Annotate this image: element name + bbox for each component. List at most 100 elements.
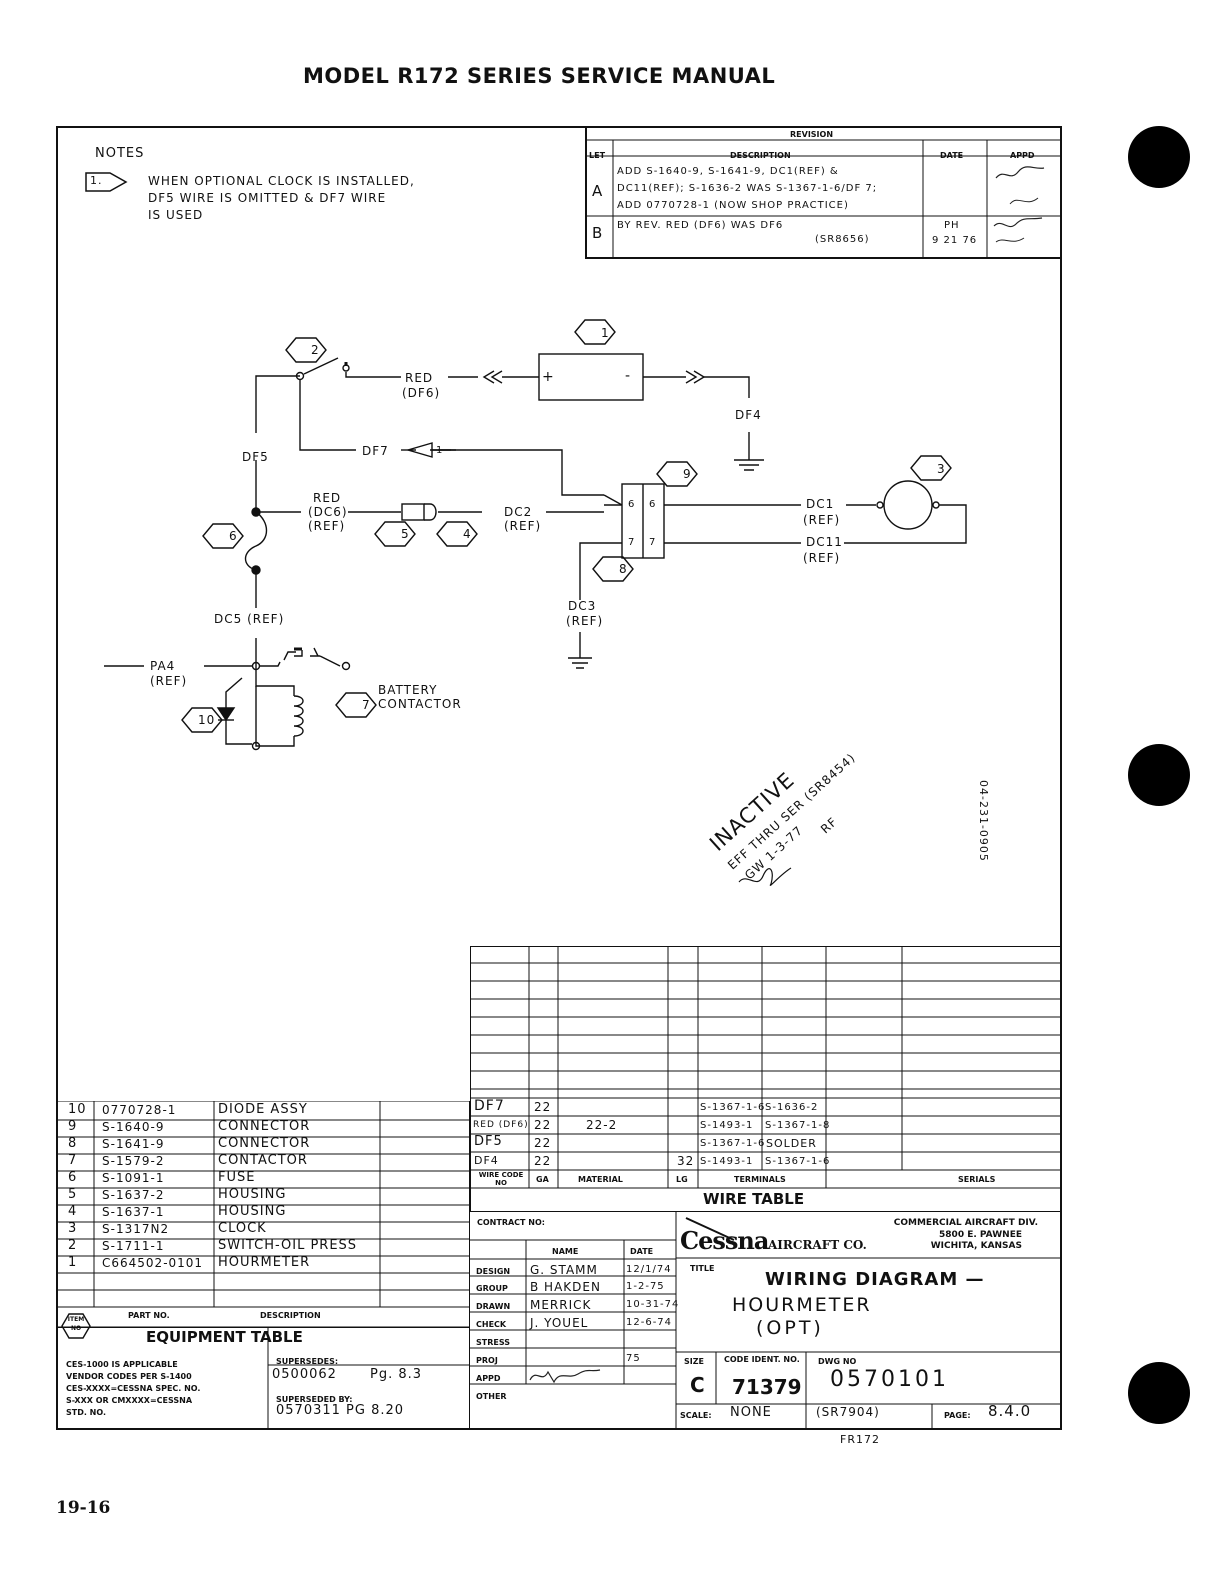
- wire-label-dc11: DC11: [806, 535, 843, 549]
- wire-row-1-term2: S-1636-2: [765, 1102, 819, 1113]
- item-callout-6: [202, 523, 244, 549]
- revision-block: [585, 126, 1062, 259]
- revision-b-line-1: BY REV. RED (DF6) WAS DF6: [617, 220, 784, 231]
- side-reference-code: 04-231-0905: [977, 780, 990, 862]
- equipment-row-10-item: 1: [68, 1255, 78, 1270]
- signoff-group-name: B HAKDEN: [530, 1280, 601, 1294]
- item-no-icon: [61, 1313, 91, 1339]
- wire-header-ga: GA: [536, 1175, 549, 1184]
- equipment-row-3-part: S-1641-9: [102, 1137, 165, 1151]
- wire-row-4-term2: S-1367-1-6: [765, 1156, 831, 1167]
- wire-row-2-ga: 22: [534, 1118, 552, 1132]
- dwg-no-value: 0570101: [830, 1367, 949, 1392]
- wire-row-4-code: DF4: [474, 1154, 499, 1167]
- drawing-title-line-1: WIRING DIAGRAM —: [765, 1269, 985, 1290]
- signoff-check-role: CHECK: [476, 1320, 507, 1329]
- signoff-date-header: DATE: [630, 1247, 654, 1256]
- equipment-header-description: DESCRIPTION: [260, 1311, 321, 1320]
- wire-header-lg: LG: [676, 1175, 688, 1184]
- revision-a-line-1: ADD S-1640-9, S-1641-9, DC1(REF) &: [617, 166, 839, 177]
- revision-header-description: DESCRIPTION: [730, 151, 791, 160]
- wire-table-title: WIRE TABLE: [703, 1190, 805, 1208]
- division-line-3: WICHITA, KANSAS: [930, 1241, 1022, 1251]
- callout-label-9: 9: [683, 467, 692, 481]
- equipment-row-4-desc: CONTACTOR: [218, 1153, 308, 1168]
- equipment-row-8-part: S-1317N2: [102, 1222, 170, 1236]
- wire-header-code: WIRE CODE NO: [478, 1171, 524, 1187]
- equipment-row-2-item: 9: [68, 1119, 78, 1134]
- callout-label-6: 6: [229, 529, 238, 543]
- callout-label-5: 5: [401, 527, 410, 541]
- equipment-row-5-part: S-1091-1: [102, 1171, 165, 1185]
- wire-label-dc1-ref: (REF): [803, 513, 841, 527]
- binder-hole-middle: [1128, 744, 1190, 806]
- equipment-row-4-part: S-1579-2: [102, 1154, 165, 1168]
- signoff-group-role: GROUP: [476, 1284, 508, 1293]
- equipment-row-7-item: 4: [68, 1204, 78, 1219]
- wire-row-1-ga: 22: [534, 1100, 552, 1114]
- wire-df7-note-ref: 1: [436, 445, 444, 456]
- applicability-line-5: STD. NO.: [66, 1408, 107, 1417]
- wire-row-2-material: 22-2: [586, 1118, 618, 1132]
- footer-page-number: 19-16: [56, 1498, 111, 1518]
- equipment-grid-lower: [56, 1327, 470, 1430]
- equipment-row-7-desc: HOUSING: [218, 1204, 287, 1219]
- equipment-row-3-desc: CONNECTOR: [218, 1136, 311, 1151]
- equipment-row-2-desc: CONNECTOR: [218, 1119, 311, 1134]
- wire-row-4-ga: 22: [534, 1154, 552, 1168]
- wire-label-dc2: DC2: [504, 505, 533, 519]
- applicability-line-3: CES-XXXX=CESSNA SPEC. NO.: [66, 1384, 201, 1393]
- callout-label-1: 1: [601, 326, 610, 340]
- equipment-row-1-part: 0770728-1: [102, 1103, 177, 1117]
- item-no-label: ITEM NO: [67, 1316, 85, 1332]
- signoff-proj-role: PROJ: [476, 1356, 498, 1365]
- supersedes-value: 0500062: [272, 1367, 337, 1382]
- wire-label-dc3-ref: (REF): [566, 614, 604, 628]
- applicability-line-1: CES-1000 IS APPLICABLE: [66, 1360, 178, 1369]
- equipment-row-8-desc: CLOCK: [218, 1221, 267, 1236]
- applicability-line-2: VENDOR CODES PER S-1400: [66, 1372, 192, 1381]
- equipment-row-10-part: C664502-0101: [102, 1256, 204, 1270]
- equipment-row-8-item: 3: [68, 1221, 78, 1236]
- signoff-group-date: 1-2-75: [626, 1281, 665, 1292]
- wire-row-4-term1: S-1493-1: [700, 1156, 754, 1167]
- note-flag-icon: [85, 172, 128, 192]
- item-callout-5: [374, 521, 416, 547]
- wire-row-2-term2: S-1367-1-8: [765, 1120, 831, 1131]
- supersedes-page: Pg. 8.3: [370, 1367, 423, 1382]
- wire-label-red-dc6-ref: (REF): [308, 519, 346, 533]
- signoff-proj-date: 75: [626, 1353, 641, 1364]
- signoff-other-role: OTHER: [476, 1392, 507, 1401]
- wire-table-grid: [470, 946, 1062, 1212]
- item-callout-4: [436, 521, 478, 547]
- inactive-stamp-signature: [738, 867, 792, 886]
- superseded-by-value: 0570311 PG 8.20: [276, 1403, 405, 1418]
- note-number: 1.: [90, 174, 103, 187]
- wire-row-2-term1: S-1493-1: [700, 1120, 754, 1131]
- wire-label-df7: DF7: [362, 444, 389, 458]
- page-value: 8.4.0: [988, 1402, 1032, 1420]
- equipment-row-4-item: 7: [68, 1153, 78, 1168]
- equipment-row-7-part: S-1637-1: [102, 1205, 165, 1219]
- applicability-line-4: S-XXX OR CMXXXX=CESSNA: [66, 1396, 193, 1405]
- item-callout-2: [285, 337, 327, 363]
- wire-label-df5: DF5: [242, 450, 269, 464]
- wire-row-1-code: DF7: [474, 1098, 505, 1114]
- connector-pin-7a: 7: [628, 537, 636, 548]
- signoff-stress-role: STRESS: [476, 1338, 511, 1347]
- item-callout-9: [656, 461, 698, 487]
- revision-b-appd-signature: [993, 217, 1043, 243]
- equipment-row-6-part: S-1637-2: [102, 1188, 165, 1202]
- notes-title: NOTES: [95, 146, 145, 161]
- connector-pin-6b: 6: [649, 499, 657, 510]
- wire-header-terminals: TERMINALS: [734, 1175, 786, 1184]
- callout-label-10: 10: [198, 713, 216, 727]
- wire-row-3-ga: 22: [534, 1136, 552, 1150]
- hourmeter-minus: -: [625, 368, 632, 384]
- wire-label-red-dc6: RED: [313, 491, 342, 505]
- callout-label-2: 2: [311, 343, 320, 357]
- equipment-row-9-part: S-1711-1: [102, 1239, 165, 1253]
- equipment-row-10-desc: HOURMETER: [218, 1255, 311, 1270]
- equipment-row-6-item: 5: [68, 1187, 78, 1202]
- item-callout-7: [335, 692, 377, 718]
